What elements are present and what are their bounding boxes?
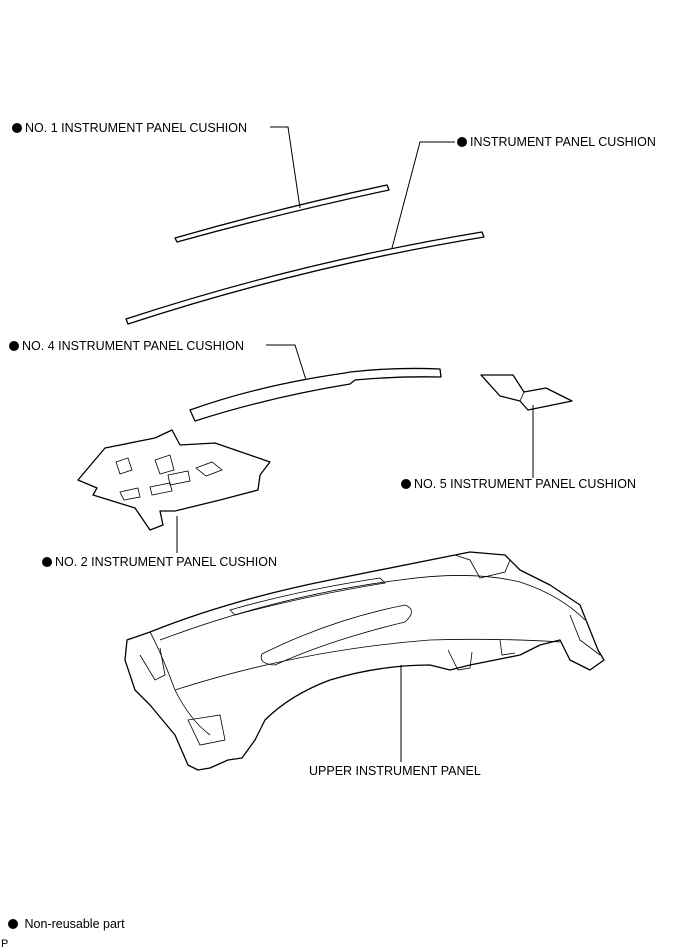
callout-no1-cushion: NO. 1 INSTRUMENT PANEL CUSHION bbox=[12, 121, 247, 135]
upper-instrument-panel-part bbox=[124, 551, 605, 771]
non-reusable-marker-icon bbox=[9, 341, 19, 351]
callout-upper-panel-label: UPPER INSTRUMENT PANEL bbox=[309, 764, 481, 778]
callout-upper-instrument-panel: UPPER INSTRUMENT PANEL bbox=[309, 764, 481, 778]
non-reusable-marker-icon bbox=[401, 479, 411, 489]
callout-no4-label: NO. 4 INSTRUMENT PANEL CUSHION bbox=[22, 339, 245, 353]
instrument-panel-cushion-part bbox=[125, 231, 485, 325]
no2-cushion-part bbox=[77, 429, 271, 531]
callout-no5-cushion: NO. 5 INSTRUMENT PANEL CUSHION bbox=[401, 477, 636, 491]
legend-label: Non-reusable part bbox=[24, 917, 125, 931]
non-reusable-marker-icon bbox=[42, 557, 52, 567]
leader-no4 bbox=[266, 344, 307, 381]
non-reusable-marker-icon bbox=[12, 123, 22, 133]
non-reusable-marker-icon bbox=[457, 137, 467, 147]
leader-lines bbox=[176, 126, 534, 762]
callout-no2-cushion: NO. 2 INSTRUMENT PANEL CUSHION bbox=[42, 555, 277, 569]
non-reusable-marker-icon bbox=[8, 919, 18, 929]
legend-non-reusable: Non-reusable part bbox=[8, 917, 125, 931]
no1-cushion-part bbox=[174, 184, 390, 243]
leader-instrument-cushion bbox=[391, 141, 455, 249]
corner-code: P bbox=[1, 938, 9, 950]
callout-no4-cushion: NO. 4 INSTRUMENT PANEL CUSHION bbox=[9, 339, 244, 353]
callout-instrument-panel-cushion: INSTRUMENT PANEL CUSHION bbox=[457, 135, 656, 149]
callout-no2-label: NO. 2 INSTRUMENT PANEL CUSHION bbox=[55, 555, 278, 569]
callout-no1-label: NO. 1 INSTRUMENT PANEL CUSHION bbox=[25, 121, 248, 135]
callout-no5-label: NO. 5 INSTRUMENT PANEL CUSHION bbox=[414, 477, 637, 491]
callout-instrument-cushion-label: INSTRUMENT PANEL CUSHION bbox=[470, 135, 656, 149]
no5-cushion-part bbox=[480, 374, 573, 411]
leader-no1 bbox=[270, 126, 301, 209]
no4-cushion-part bbox=[189, 367, 442, 422]
